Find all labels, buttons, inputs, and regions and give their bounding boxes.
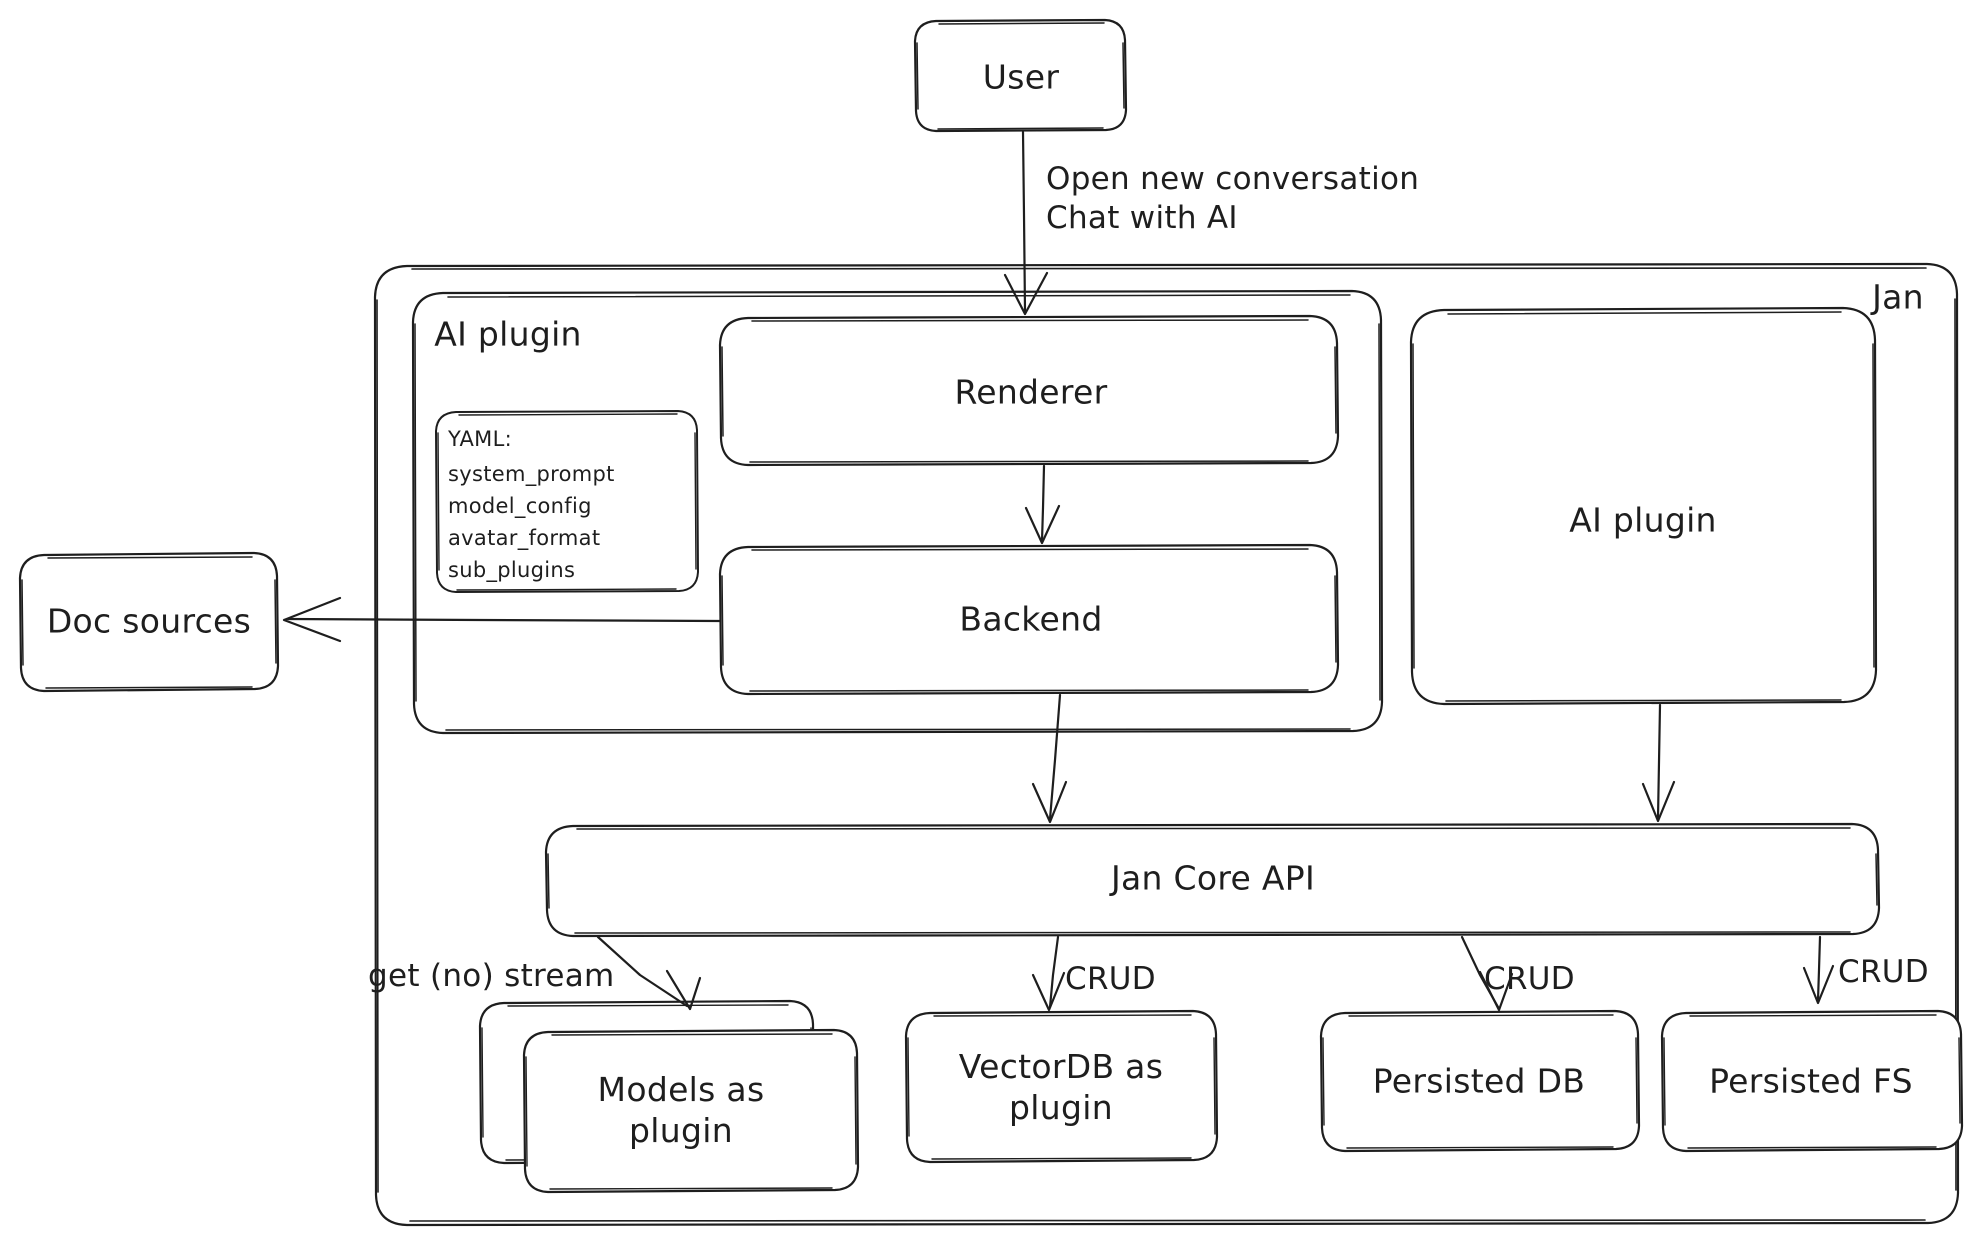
persisted-db-box-shape <box>1319 1009 1641 1153</box>
doc-sources-box-shape <box>18 551 280 693</box>
arrow-core-to-vectordb <box>1031 935 1066 1012</box>
models-as-plugin-front-box-shape <box>522 1028 860 1194</box>
arrow-core-to-models <box>596 935 702 1011</box>
arrow-backend-to-jan-core-api <box>1031 693 1068 824</box>
arrow-renderer-to-backend <box>1024 464 1061 545</box>
yaml-note-box-shape <box>435 410 699 593</box>
renderer-box-shape <box>718 314 1340 467</box>
arrow-core-to-persisted-db <box>1460 935 1514 1012</box>
arrow-ai-plugin-to-jan-core-api <box>1641 703 1676 823</box>
persisted-fs-box-shape <box>1660 1009 1964 1153</box>
arrow-user-to-renderer <box>1003 130 1049 316</box>
jan-core-api-box-shape <box>544 822 1881 938</box>
arrow-backend-to-doc-sources <box>282 596 722 643</box>
ai-plugin-right-box-shape <box>1409 306 1878 706</box>
backend-box-shape <box>718 543 1340 696</box>
user-box-shape <box>913 18 1128 133</box>
vectordb-as-plugin-box-shape <box>904 1009 1219 1164</box>
arrow-core-to-persisted-fs <box>1802 935 1835 1005</box>
